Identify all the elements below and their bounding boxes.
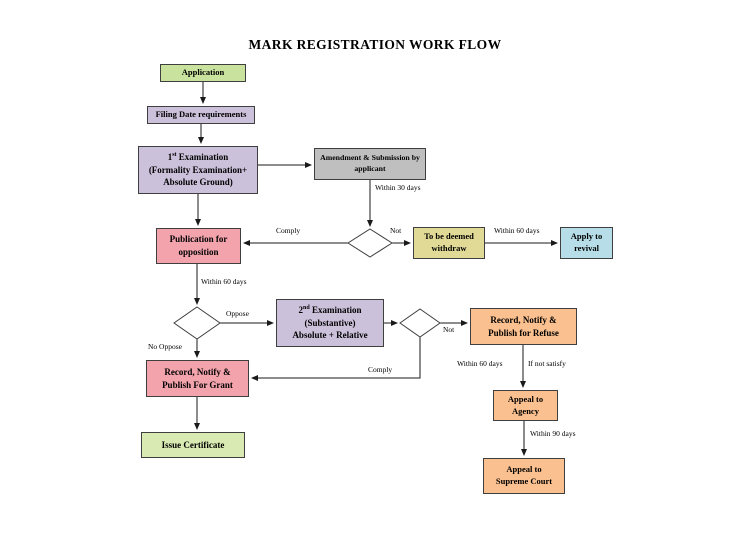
edge-label-within-60-days-revival: Within 60 days [494,226,540,235]
node-appeal-supreme-line1: Appeal to [506,464,542,475]
node-issue-certificate: Issue Certificate [141,432,245,458]
edge-label-comply-1: Comply [276,226,301,235]
edge-label-comply-2: Comply [368,365,393,374]
node-grant-line1: Record, Notify & [164,366,231,377]
decision-comply-diamond [347,228,393,258]
node-second-examination-line2: (Substantive) [304,317,356,328]
node-appeal-agency-line1: Appeal to [507,393,544,404]
node-second-examination: 2nd Examination (Substantive) Absolute +… [276,299,384,347]
node-first-examination-line3: Absolute Ground) [163,177,233,188]
edge-label-no-oppose: No Oppose [148,342,182,351]
edge-label-oppose: Oppose [226,309,249,318]
node-second-examination-line1: 2nd Examination [298,305,362,316]
node-amendment-line2: applicant [354,164,386,173]
node-grant: Record, Notify & Publish For Grant [146,360,249,397]
node-issue-certificate-label: Issue Certificate [161,439,225,450]
edge-label-within-60-days-opposition: Within 60 days [201,277,247,286]
node-publication: Publication for opposition [156,228,241,264]
diagram-title: MARK REGISTRATION WORK FLOW [248,37,502,52]
node-apply-revival-line1: Apply to [570,231,603,242]
node-appeal-agency-line2: Agency [512,405,539,416]
connector-decision3-grant [251,337,421,381]
node-deemed-withdraw-line2: withdraw [431,243,467,253]
node-filing-date: Filing Date requirements [147,106,255,124]
decision-substantive-diamond [399,308,441,338]
edge-label-not-2: Not [443,325,455,334]
node-apply-revival-line2: revival [574,243,599,253]
node-refuse-line2: Publish for Refuse [488,327,559,338]
node-first-examination-line1: 1st Examination [167,152,229,163]
node-refuse-line1: Record, Notify & [490,314,557,325]
node-publication-line2: opposition [178,247,219,257]
node-application: Application [160,64,246,82]
node-amendment: Amendment & Submission by applicant [314,148,426,180]
node-apply-revival: Apply to revival [560,227,613,259]
edge-label-not-1: Not [390,226,402,235]
node-application-label: Application [181,67,225,78]
node-appeal-supreme: Appeal to Supreme Court [483,458,565,494]
node-first-examination: 1st Examination (Formality Examination+ … [138,146,258,194]
node-deemed-withdraw: To be deemed withdraw [413,227,485,259]
node-appeal-agency: Appeal to Agency [493,390,558,421]
decision-oppose-diamond [173,306,221,340]
edge-label-if-not-satisfy: If not satisfy [528,359,566,368]
node-amendment-line1: Amendment & Submission by [320,153,420,163]
edge-label-within-90-days: Within 90 days [530,429,576,438]
edge-label-within-30-days: Within 30 days [375,183,421,192]
node-publication-line1: Publication for [169,234,228,245]
node-refuse: Record, Notify & Publish for Refuse [470,308,577,345]
node-appeal-supreme-line2: Supreme Court [495,476,553,486]
node-grant-line2: Publish For Grant [162,379,233,390]
node-first-examination-line2: (Formality Examination+ [148,164,248,175]
node-filing-date-label: Filing Date requirements [155,109,247,120]
edge-label-within-60-days-appeal: Within 60 days [457,359,503,368]
node-second-examination-line3: Absolute + Relative [292,330,368,341]
node-deemed-withdraw-line1: To be deemed [424,231,474,242]
